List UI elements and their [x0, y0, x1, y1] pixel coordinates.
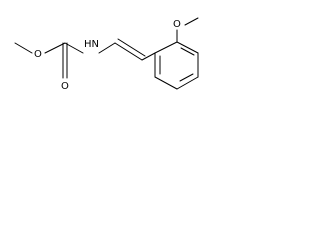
- ring-bond-1: [154, 41, 178, 54]
- ring-double-inner-1: [180, 47, 195, 56]
- ring-double-inner-2: [179, 73, 194, 82]
- atom-label-hn: HN: [84, 39, 99, 50]
- bond-vinyl-ring: [141, 52, 156, 61]
- bond-carbonyl-c-nh: [64, 42, 84, 54]
- bond-nh-vinyl: [98, 42, 116, 54]
- ring-bond-4: [176, 76, 199, 90]
- atom-label-o-methoxy-ring: O: [173, 19, 181, 30]
- atom-label-o-methoxy-left: O: [34, 49, 42, 60]
- ring-bond-5: [154, 76, 178, 90]
- bond-methyl-o-left: [14, 42, 33, 54]
- ring-bond-2: [176, 41, 199, 54]
- atom-label-o-carbonyl: O: [61, 81, 69, 92]
- bond-o-methoxy-methyl: [184, 17, 199, 26]
- chemical-structure-diagram: O O HN O: [14, 17, 199, 92]
- bond-vinyl-double-a: [114, 42, 143, 61]
- bond-o-left-carbonyl-c: [44, 42, 66, 54]
- bond-vinyl-double-b: [117, 38, 146, 57]
